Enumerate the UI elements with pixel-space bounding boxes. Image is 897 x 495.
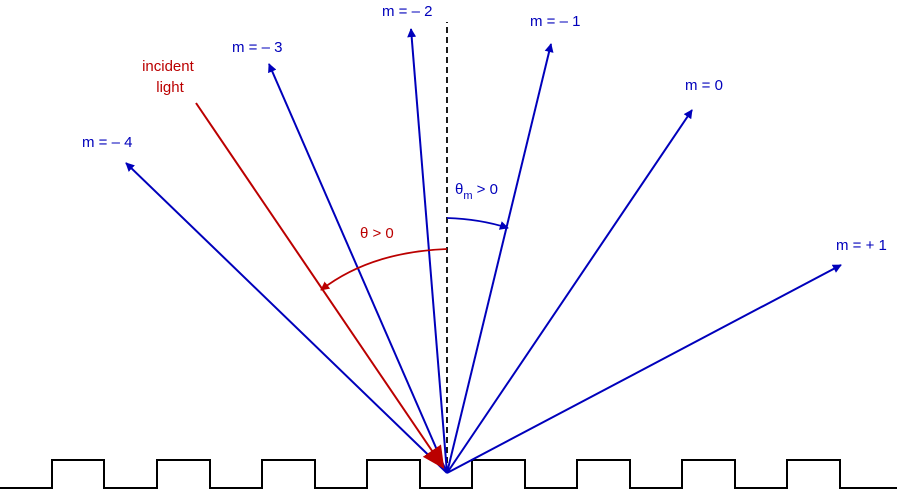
order-label-m-0: m = 0 bbox=[685, 77, 723, 94]
theta-m-subscript: m bbox=[463, 190, 472, 202]
order-label-m-minus-4: m = – 4 bbox=[82, 134, 132, 151]
order-label-m-minus-1: m = – 1 bbox=[530, 13, 580, 30]
order-m-plus-1-arrow bbox=[446, 264, 842, 474]
incident-light-arrow bbox=[195, 102, 445, 469]
order-m-0-arrow bbox=[446, 109, 693, 474]
theta-angle-arc bbox=[320, 248, 448, 291]
theta-m-symbol: θ bbox=[455, 181, 463, 198]
theta-m-label: θm > 0 bbox=[455, 181, 498, 202]
incident-label-line-2: light bbox=[156, 79, 184, 96]
order-m-minus-1-arrow bbox=[446, 43, 554, 474]
incident-light-label: incident light bbox=[142, 58, 198, 96]
incident-label-line-1: incident bbox=[142, 58, 195, 75]
grating-surface bbox=[0, 459, 897, 489]
theta-m-rest: > 0 bbox=[473, 181, 498, 198]
order-label-m-minus-3: m = – 3 bbox=[232, 39, 282, 56]
order-label-m-plus-1: m = + 1 bbox=[836, 237, 887, 254]
order-label-m-minus-2: m = – 2 bbox=[382, 3, 432, 20]
theta-m-angle-arc bbox=[446, 217, 509, 230]
order-m-minus-4-arrow bbox=[125, 162, 448, 474]
theta-label: θ > 0 bbox=[360, 225, 394, 242]
